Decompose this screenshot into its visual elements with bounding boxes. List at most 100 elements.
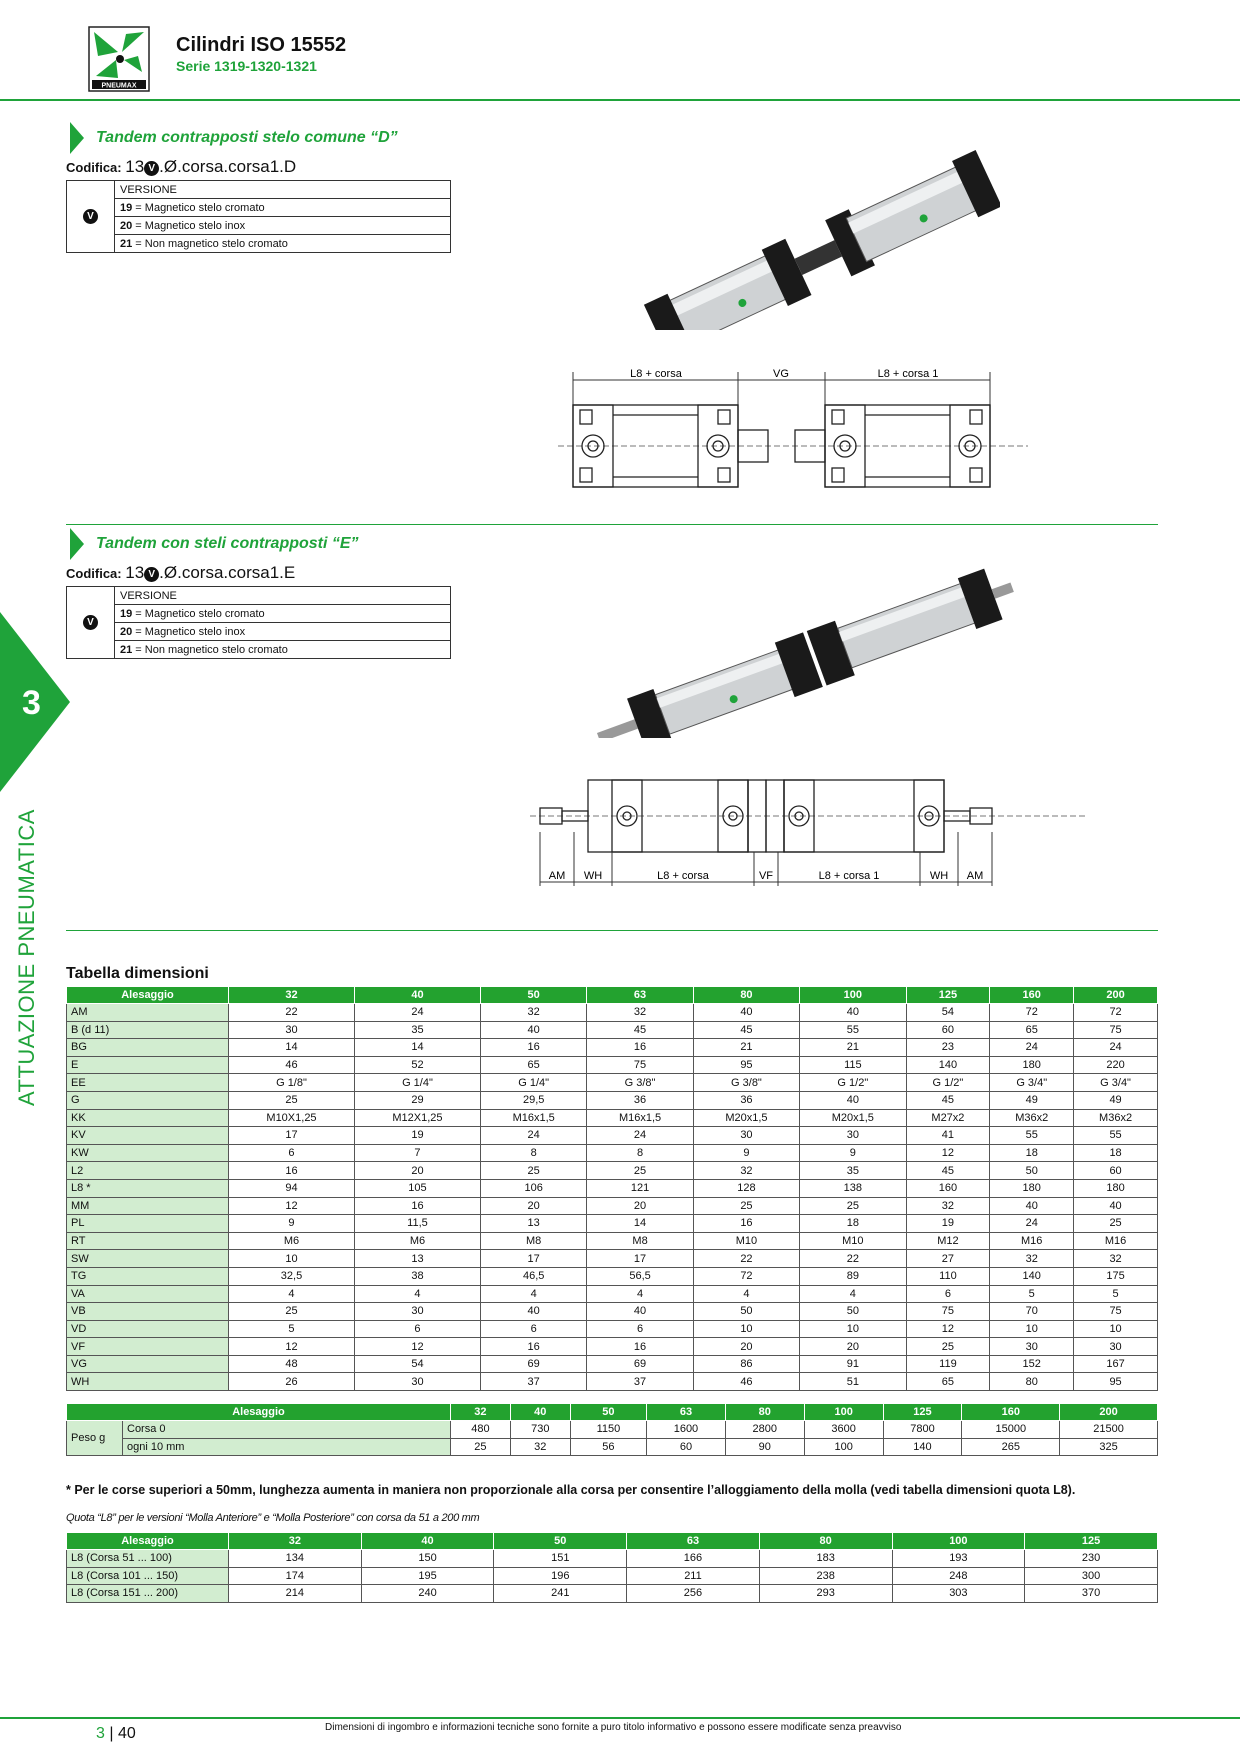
table-cell: G 3/8" [692, 1073, 801, 1092]
table-cell: 86 [692, 1354, 801, 1374]
table-cell: 72 [989, 1003, 1075, 1022]
table-cell: 9 [799, 1143, 907, 1163]
table-cell: 110 [905, 1266, 991, 1286]
table-cell: 65 [905, 1372, 991, 1392]
table-cell: 56 [569, 1437, 648, 1457]
table-cell: 14 [228, 1038, 355, 1057]
table-cell: 46 [692, 1372, 801, 1392]
table-cell: 75 [1073, 1302, 1158, 1321]
row-label-cell: ogni 10 mm [122, 1437, 451, 1457]
table-cell: 18 [1073, 1143, 1158, 1163]
table-cell: 32 [692, 1161, 801, 1180]
version-row: 21 = Non magnetico stelo cromato [114, 234, 451, 253]
table-cell: 7 [353, 1143, 481, 1163]
table-header-cell: 200 [1059, 1403, 1158, 1421]
table-header-cell: 40 [509, 1403, 571, 1421]
table-cell: 730 [509, 1420, 571, 1439]
table-cell: 16 [586, 1337, 694, 1356]
table-cell: 4 [799, 1284, 907, 1304]
table-cell: G 1/8" [228, 1073, 355, 1092]
table-cell: 4 [228, 1284, 355, 1304]
table-cell: 95 [692, 1055, 801, 1075]
table-cell: 55 [799, 1020, 907, 1040]
table-header-cell: 160 [961, 1403, 1061, 1421]
table-cell: M6 [353, 1231, 481, 1251]
dim-label-l8-corsa1: L8 + corsa 1 [878, 368, 939, 380]
row-label-cell: G [66, 1090, 229, 1110]
row-label-cell: VG [66, 1354, 229, 1374]
dim-label-l8-corsa: L8 + corsa [657, 870, 710, 882]
table-cell: G 3/8" [586, 1073, 694, 1092]
table-cell: 32 [509, 1437, 571, 1457]
table-cell: 75 [1073, 1020, 1158, 1040]
table-cell: M10 [799, 1231, 907, 1251]
table-cell: 30 [1073, 1337, 1158, 1356]
version-badge-icon: V [83, 615, 98, 630]
table-cell: 24 [1073, 1038, 1158, 1057]
row-label-cell: WH [66, 1372, 229, 1392]
table-cell: M8 [586, 1231, 694, 1251]
table-cell: 211 [626, 1566, 760, 1586]
table-cell: 6 [586, 1319, 694, 1339]
arrow-icon [70, 528, 84, 560]
table-cell: 20 [479, 1196, 588, 1216]
table-cell: 45 [905, 1090, 991, 1110]
table-cell: 238 [758, 1566, 893, 1586]
table-cell: 20 [586, 1196, 694, 1216]
table-cell: 22 [799, 1249, 907, 1268]
dim-label-l8-corsa1: L8 + corsa 1 [819, 870, 880, 882]
table-cell: 46 [228, 1055, 355, 1075]
table-cell: 75 [586, 1055, 694, 1075]
section-divider [66, 524, 1158, 525]
table-cell: 128 [692, 1178, 801, 1198]
table-cell: 180 [989, 1055, 1075, 1075]
table-cell: 38 [353, 1266, 481, 1286]
table-cell: M10X1,25 [228, 1108, 355, 1128]
table-cell: 72 [1073, 1003, 1158, 1022]
table-cell: 106 [479, 1178, 588, 1198]
table-cell: G 3/4" [989, 1073, 1075, 1092]
table-cell: 30 [228, 1020, 355, 1040]
code-suffix: .Ø.corsa.corsa1.D [159, 157, 297, 176]
table-cell: 30 [692, 1126, 801, 1145]
table-cell: 25 [479, 1161, 588, 1180]
table-cell: 40 [479, 1302, 588, 1321]
table-cell: 115 [799, 1055, 907, 1075]
dim-label-wh: WH [584, 870, 602, 882]
table-cell: 94 [228, 1178, 355, 1198]
table-cell: 480 [449, 1420, 511, 1439]
table-cell: 180 [989, 1178, 1075, 1198]
table-cell: 90 [724, 1437, 805, 1457]
table-header-cell: 80 [758, 1532, 893, 1550]
chapter-tab [0, 612, 70, 792]
table-cell: M27x2 [905, 1108, 991, 1128]
table-cell: 21500 [1059, 1420, 1158, 1439]
version-row: 21 = Non magnetico stelo cromato [114, 640, 451, 659]
dim-label-vg: VG [773, 368, 789, 380]
table-header-cell: 40 [353, 986, 481, 1004]
table-cell: 16 [353, 1196, 481, 1216]
table-cell: 196 [493, 1566, 628, 1586]
table-cell: 138 [799, 1178, 907, 1198]
table-cell: 195 [360, 1566, 495, 1586]
table-cell: 1600 [646, 1420, 726, 1439]
table-cell: 48 [228, 1354, 355, 1374]
version-badge-icon: V [83, 209, 98, 224]
table-cell: 6 [228, 1143, 355, 1163]
group-label-cell: Peso g [66, 1419, 123, 1457]
table-cell: 69 [586, 1354, 694, 1374]
table-cell: 52 [353, 1055, 481, 1075]
table-cell: M16 [1073, 1231, 1158, 1251]
table-header-cell: 125 [882, 1403, 963, 1421]
table-cell: 370 [1024, 1584, 1158, 1603]
